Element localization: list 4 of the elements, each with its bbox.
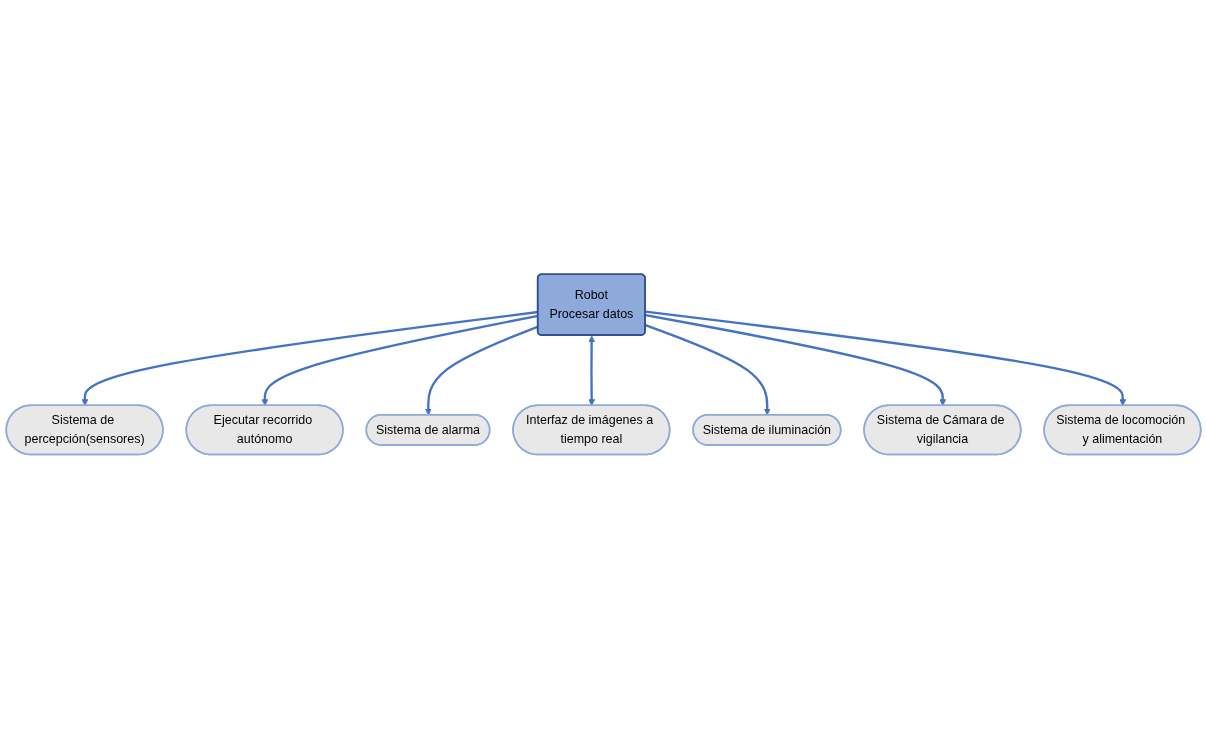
arrow (588, 335, 596, 407)
arrow (645, 314, 947, 407)
arrow (645, 324, 771, 416)
arrow (645, 310, 1127, 407)
